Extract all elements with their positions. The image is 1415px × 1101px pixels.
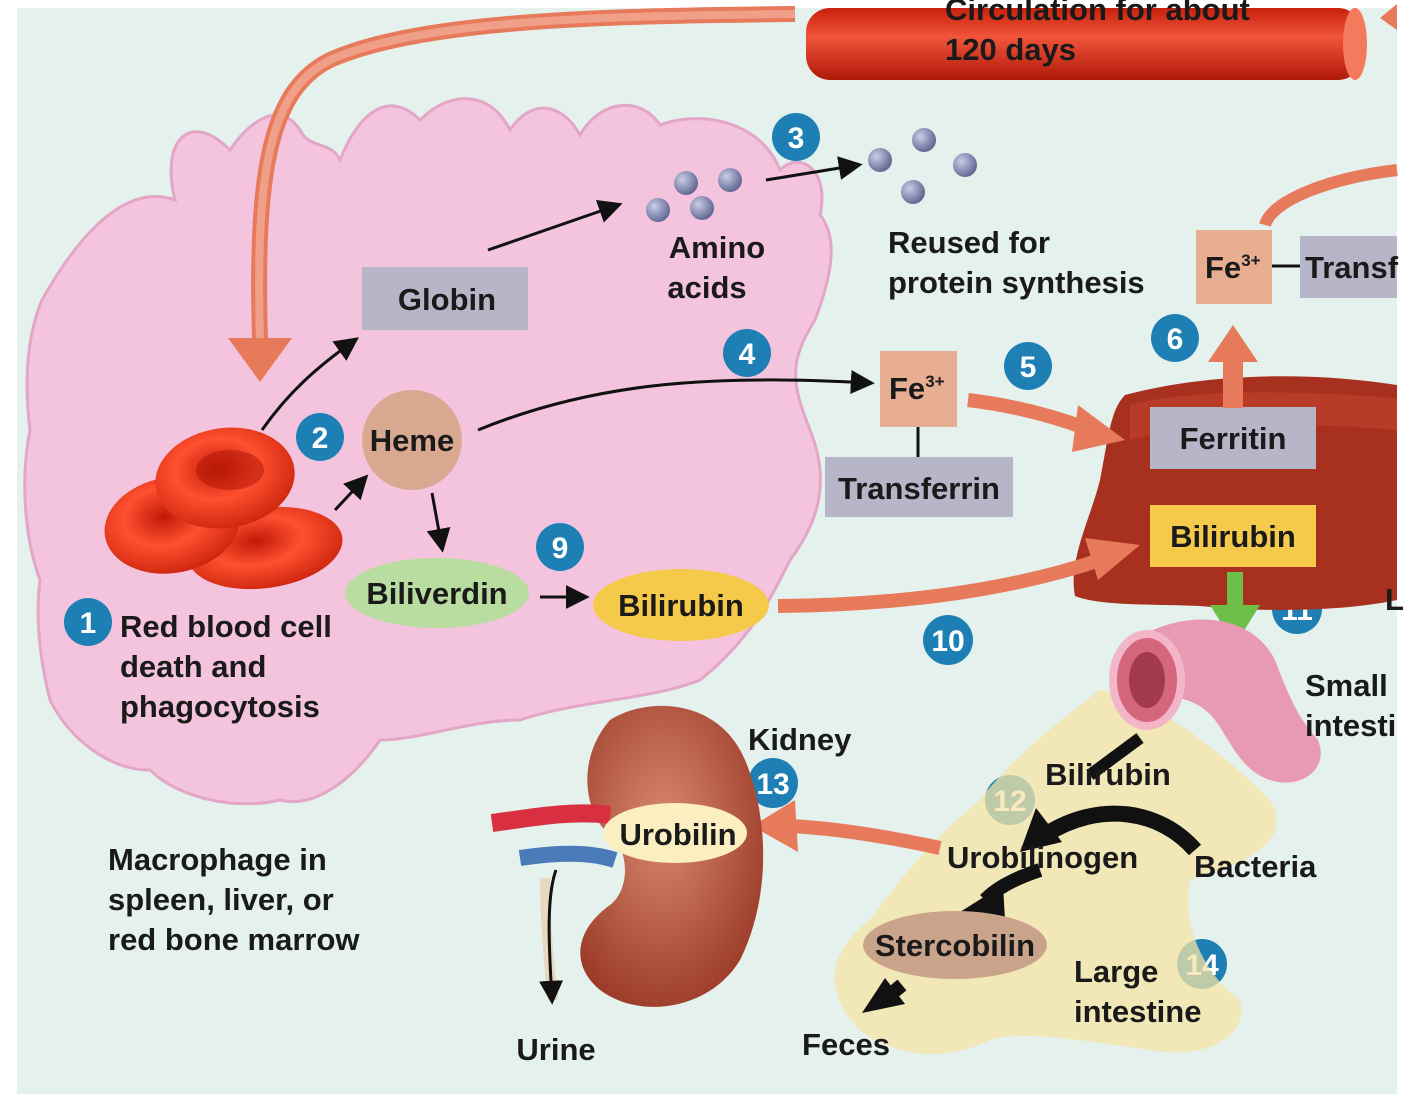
svg-text:2: 2: [312, 422, 329, 455]
macrophage-caption-line-3: red bone marrow: [108, 922, 360, 957]
urobilin-label: Urobilin: [619, 817, 736, 852]
bilirubin-label-liver: Bilirubin: [1170, 519, 1296, 554]
svg-text:3: 3: [788, 122, 805, 155]
amino-acids-line-1: Amino: [669, 230, 765, 265]
biliverdin-oval: Biliverdin: [345, 558, 529, 628]
rbc-label-line-2: death and: [120, 649, 266, 684]
rbc-label-line-3: phagocytosis: [120, 689, 320, 724]
globin-box: Globin: [362, 267, 528, 330]
svg-text:5: 5: [1020, 351, 1037, 384]
svg-text:6: 6: [1167, 323, 1184, 356]
blood-vessel-circulation: Circulation for about 120 days: [806, 0, 1367, 80]
small-intestine-line-1: Small: [1305, 668, 1388, 703]
svg-text:1: 1: [80, 607, 97, 640]
circulation-line-2: 120 days: [945, 32, 1076, 67]
biliverdin-label: Biliverdin: [366, 576, 507, 611]
large-intestine-line-2: intestine: [1074, 994, 1201, 1029]
urobilin-oval: Urobilin: [603, 803, 747, 863]
step-1-badge: 1: [64, 598, 112, 646]
reused-line-1: Reused for: [888, 225, 1050, 260]
step-6-badge: 6: [1151, 314, 1199, 362]
urobilinogen-label: Urobilinogen: [947, 840, 1138, 875]
rbc-label-line-1: Red blood cell: [120, 609, 332, 644]
transferrin-label-middle: Transferrin: [838, 471, 1000, 506]
svg-text:9: 9: [552, 532, 569, 565]
intestine-bilirubin-label: Bilirubin: [1045, 757, 1171, 792]
urine-label: Urine: [516, 1032, 595, 1067]
small-intestine-line-2: intesti: [1305, 708, 1396, 743]
step-10-badge: 10: [923, 615, 973, 665]
macrophage-caption-line-2: spleen, liver, or: [108, 882, 334, 917]
step-4-badge: 4: [723, 329, 771, 377]
svg-text:10: 10: [931, 625, 964, 658]
stercobilin-label: Stercobilin: [875, 928, 1035, 963]
kidney-label: Kidney: [748, 722, 852, 757]
bilirubin-box-liver: Bilirubin: [1150, 505, 1316, 567]
ferritin-box: Ferritin: [1150, 407, 1316, 469]
step-9-badge: 9: [536, 523, 584, 571]
step-2-badge: 2: [296, 413, 344, 461]
globin-label: Globin: [398, 282, 496, 317]
step-3-badge: 3: [772, 113, 820, 161]
bilirubin-label-macrophage: Bilirubin: [618, 588, 744, 623]
large-intestine-line-1: Large: [1074, 954, 1158, 989]
heme-circle: Heme: [362, 390, 462, 490]
amino-acids-line-2: acids: [667, 270, 746, 305]
bilirubin-oval-macrophage: Bilirubin: [593, 569, 769, 641]
reused-line-2: protein synthesis: [888, 265, 1145, 300]
liver-label-cut: L: [1385, 582, 1404, 617]
svg-text:13: 13: [756, 768, 789, 801]
circulation-line-1: Circulation for about: [945, 0, 1250, 27]
heme-label: Heme: [370, 423, 454, 458]
ferritin-label: Ferritin: [1180, 421, 1287, 456]
bacteria-label: Bacteria: [1194, 849, 1317, 884]
svg-text:4: 4: [739, 338, 756, 371]
macrophage-caption-line-1: Macrophage in: [108, 842, 327, 877]
feces-label: Feces: [802, 1027, 890, 1062]
step-5-badge: 5: [1004, 342, 1052, 390]
transferrin-label-top: Transf: [1305, 250, 1399, 285]
stercobilin-oval: Stercobilin: [863, 911, 1047, 979]
